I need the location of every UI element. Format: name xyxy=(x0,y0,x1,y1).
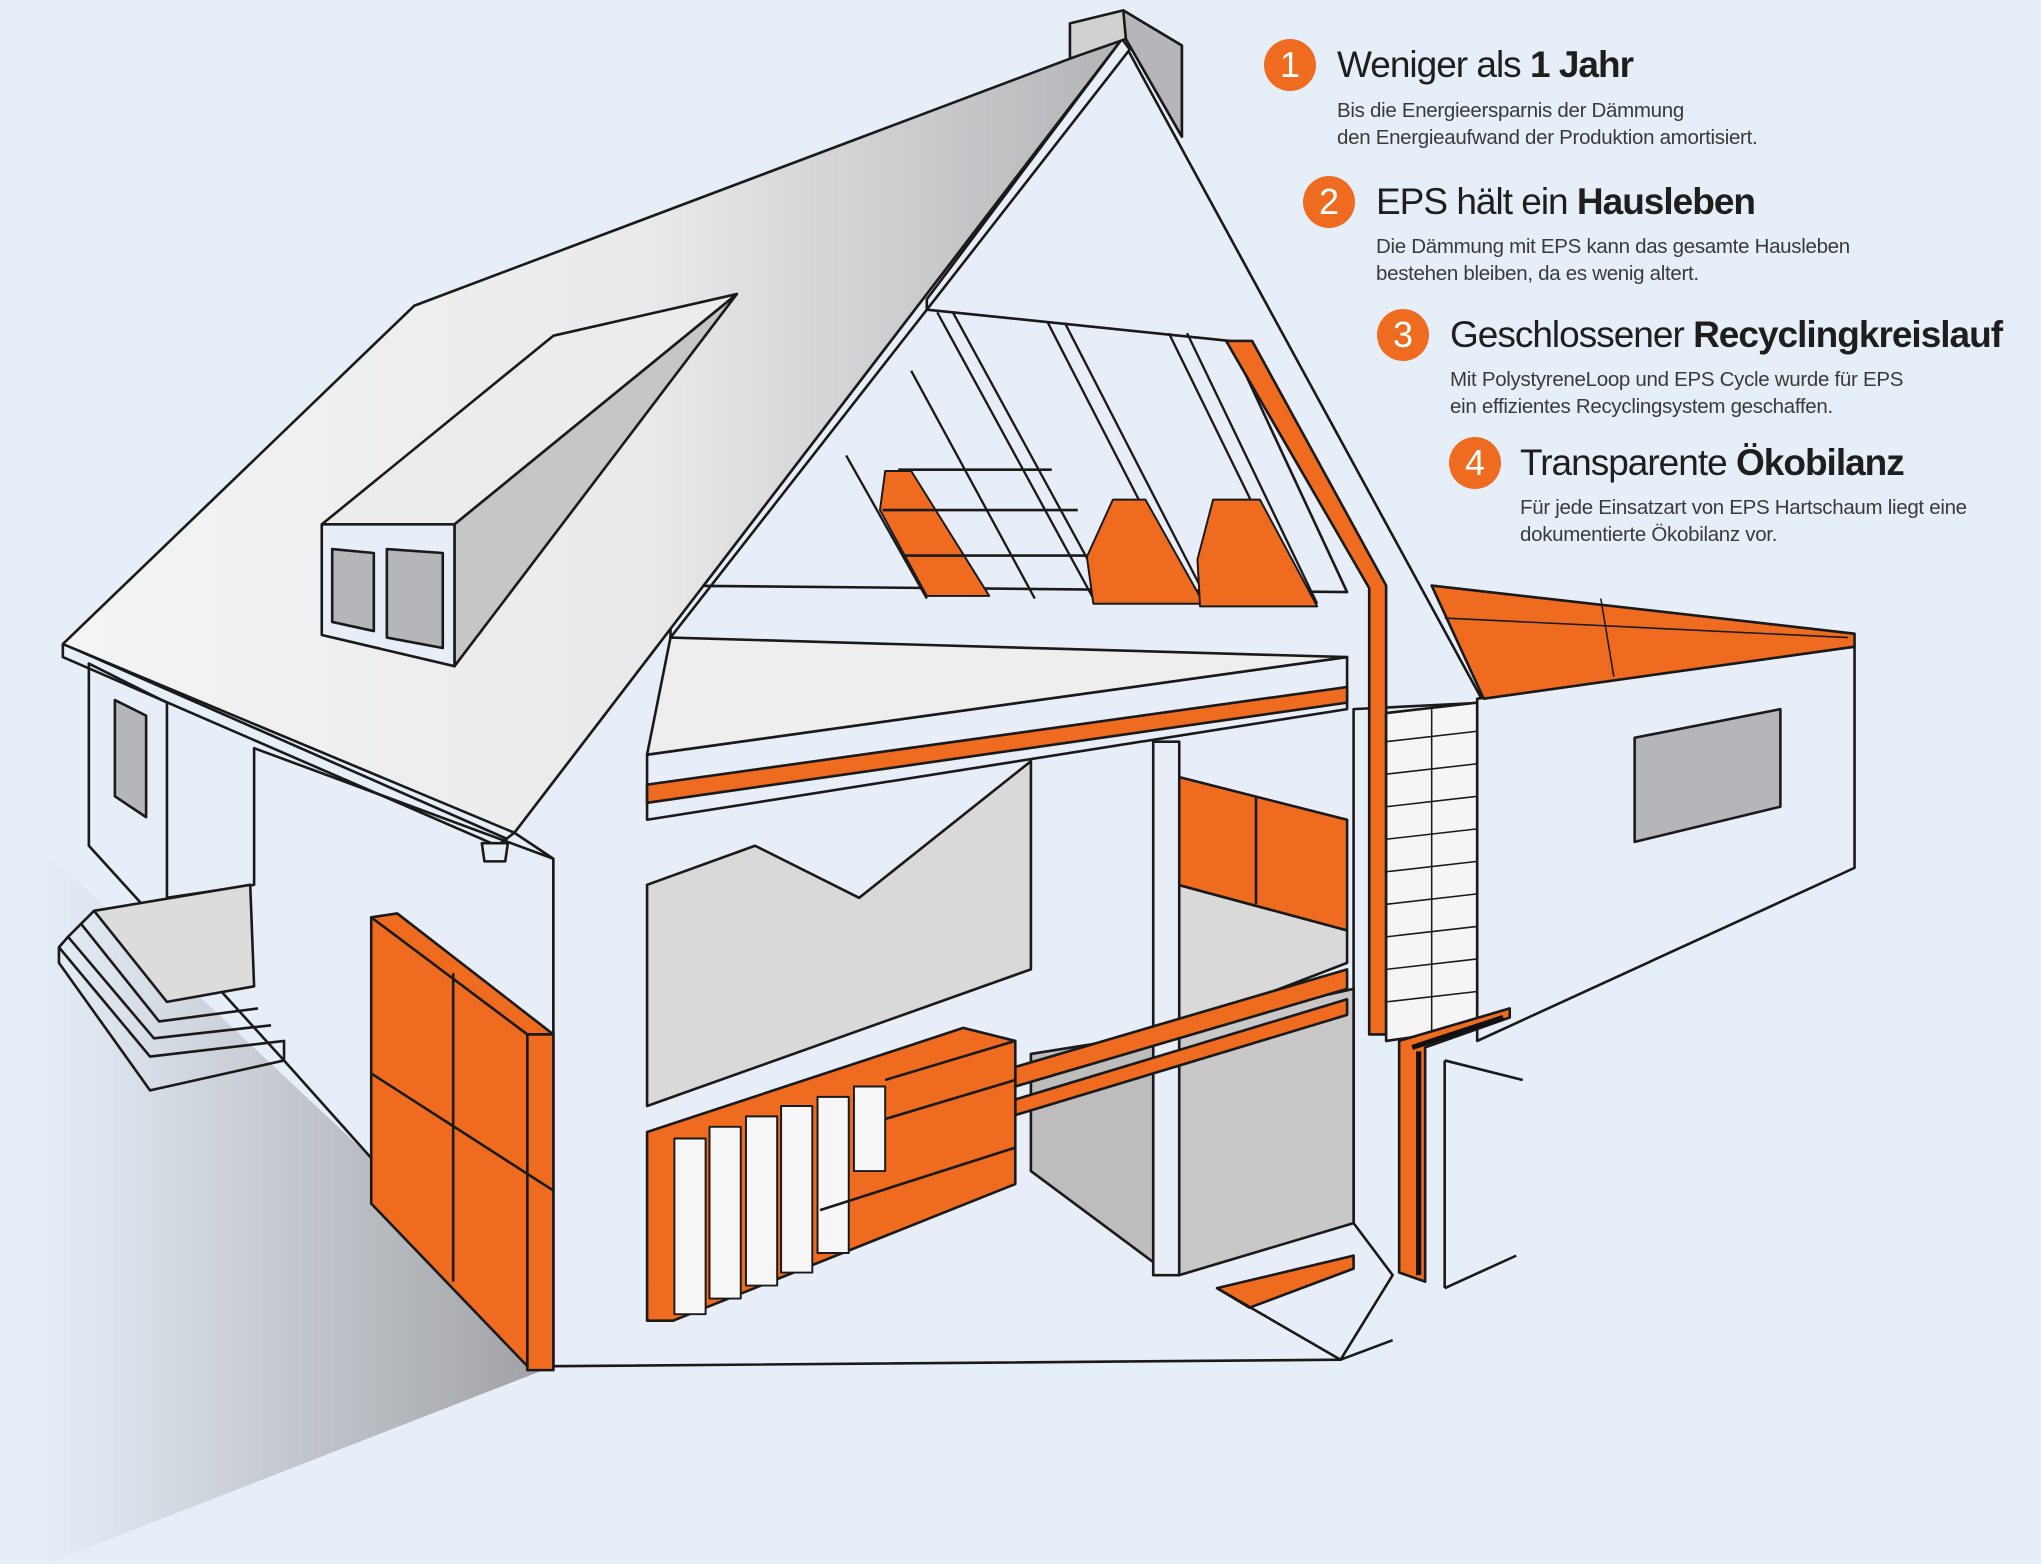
garage-window xyxy=(1633,707,1782,844)
desc-line: Bis die Energieersparnis der Dämmung xyxy=(1337,99,1684,122)
gutter xyxy=(480,841,510,863)
benefit-description: Bis die Energieersparnis der Dämmung den … xyxy=(1337,97,1758,151)
desc-line: den Energieaufwand der Produktion amorti… xyxy=(1337,126,1758,149)
title-regular: Geschlossener xyxy=(1450,314,1694,355)
desc-line: dokumentierte Ökobilanz vor. xyxy=(1520,523,1778,546)
desc-line: Für jede Einsatzart von EPS Hartschaum l… xyxy=(1520,496,1967,519)
roof-edge xyxy=(925,37,1132,311)
roof-insulation xyxy=(878,470,1319,608)
number-badge: 1 xyxy=(1264,39,1316,91)
desc-line: Die Dämmung mit EPS kann das gesamte Hau… xyxy=(1376,235,1850,258)
insulation-blocks xyxy=(673,1085,887,1316)
desc-line: bestehen bleiben, da es wenig altert. xyxy=(1376,262,1699,285)
dormer-window xyxy=(330,547,376,633)
room-floor xyxy=(645,759,1033,1108)
benefit-description: Die Dämmung mit EPS kann das gesamte Hau… xyxy=(1376,233,1850,287)
title-bold: Hausleben xyxy=(1576,181,1756,222)
title-regular: Transparente xyxy=(1520,442,1736,483)
garage-roof-insulation xyxy=(1430,584,1856,701)
porch xyxy=(92,883,256,1004)
benefit-title: EPS hält ein Hausleben xyxy=(1376,180,1756,224)
benefit-title: Transparente Ökobilanz xyxy=(1520,441,1905,485)
benefit-title: Weniger als 1 Jahr xyxy=(1337,43,1634,87)
title-bold: 1 Jahr xyxy=(1529,44,1634,85)
title-regular: EPS hält ein xyxy=(1376,181,1577,222)
number-badge: 2 xyxy=(1303,176,1355,228)
dormer-window xyxy=(385,547,445,650)
benefit-title: Geschlossener Recyclingkreislauf xyxy=(1450,313,2003,357)
title-bold: Recyclingkreislauf xyxy=(1693,314,2003,355)
ceiling-insulation xyxy=(645,685,1349,805)
garage-wall xyxy=(1475,645,1856,1043)
desc-line: Mit PolystyreneLoop und EPS Cycle wurde … xyxy=(1450,368,1904,391)
benefit-description: Mit PolystyreneLoop und EPS Cycle wurde … xyxy=(1450,366,1903,420)
benefit-description: Für jede Einsatzart von EPS Hartschaum l… xyxy=(1520,494,1967,548)
number-badge: 3 xyxy=(1377,309,1429,361)
title-regular: Weniger als xyxy=(1337,44,1530,85)
ground-shadow xyxy=(39,845,554,1562)
side-window xyxy=(113,698,148,819)
number-badge: 4 xyxy=(1449,437,1501,489)
title-bold: Ökobilanz xyxy=(1735,442,1905,483)
desc-line: ein effizientes Recyclingsystem geschaff… xyxy=(1450,395,1833,418)
basement-insulation xyxy=(1397,1007,1512,1283)
